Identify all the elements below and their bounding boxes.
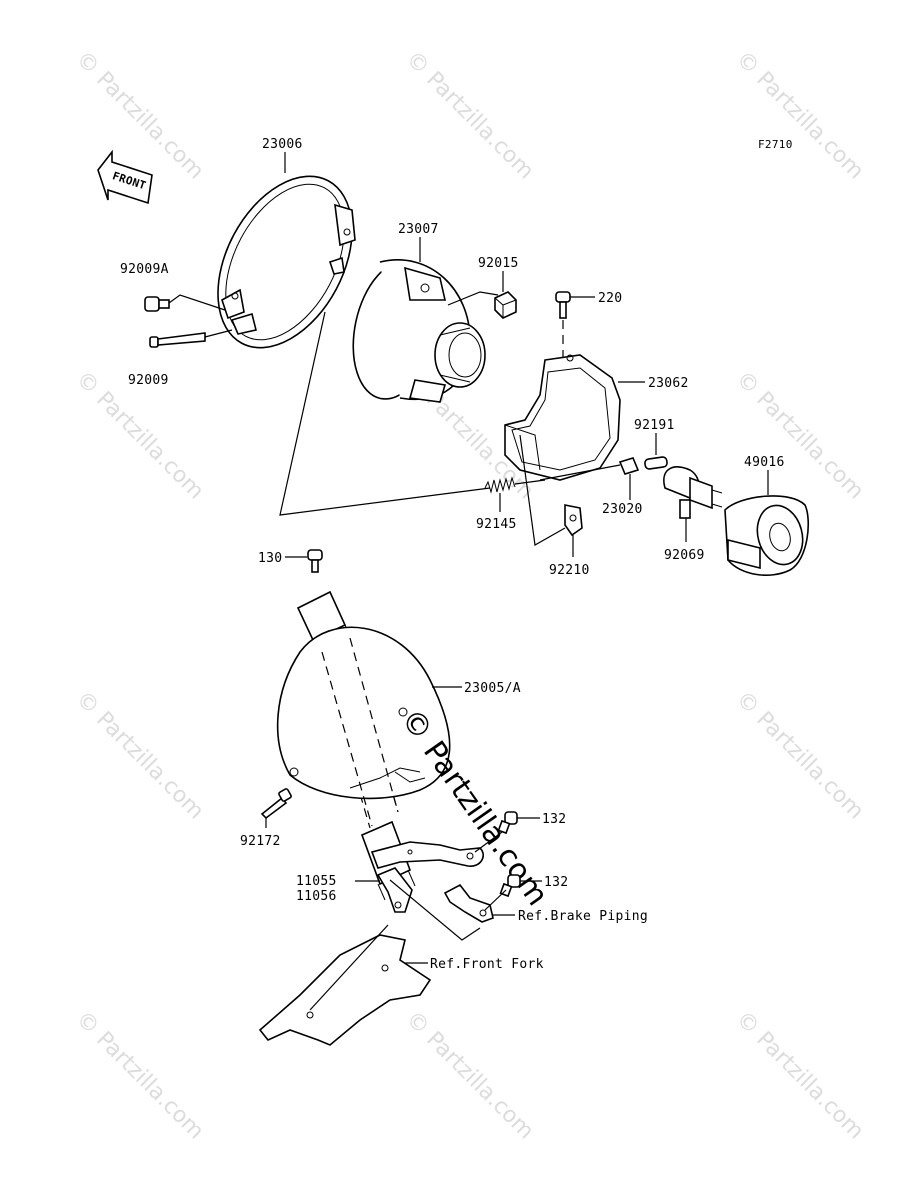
watermarks: © Partzilla.com © Partzilla.com © Partzi… bbox=[71, 47, 869, 1145]
label-132-upper: 132 bbox=[542, 812, 566, 827]
label-ref-front-fork: Ref.Front Fork bbox=[430, 957, 544, 972]
screw-92172 bbox=[260, 788, 292, 820]
screw-220 bbox=[555, 291, 571, 319]
watermark: © Partzilla.com bbox=[731, 367, 869, 505]
bracket-11055 bbox=[376, 867, 413, 913]
label-92009A: 92009A bbox=[120, 262, 169, 277]
mounting-bracket bbox=[370, 841, 484, 869]
screw-92009A bbox=[144, 296, 170, 312]
watermark: © Partzilla.com bbox=[731, 47, 869, 185]
bulb-92069 bbox=[663, 466, 723, 519]
label-220: 220 bbox=[598, 291, 622, 306]
bracket-23062 bbox=[504, 354, 621, 481]
headlight-housing-23005A bbox=[276, 626, 451, 827]
label-23020: 23020 bbox=[602, 502, 643, 517]
watermark: © Partzilla.com bbox=[731, 1007, 869, 1145]
watermark: © Partzilla.com bbox=[71, 47, 209, 185]
label-92145: 92145 bbox=[476, 517, 517, 532]
clip-92210 bbox=[564, 504, 583, 537]
front-fork-lower bbox=[258, 934, 432, 1046]
watermark: © Partzilla.com bbox=[401, 47, 539, 185]
screw-92009 bbox=[149, 332, 206, 348]
watermark: © Partzilla.com bbox=[71, 687, 209, 825]
label-23007: 23007 bbox=[398, 222, 439, 237]
label-132-lower: 132 bbox=[544, 875, 568, 890]
cover-49016 bbox=[724, 495, 810, 576]
figure-code: F2710 bbox=[758, 138, 793, 151]
front-arrow-icon: FRONT bbox=[97, 149, 153, 205]
label-92210: 92210 bbox=[549, 563, 590, 578]
label-92009: 92009 bbox=[128, 373, 169, 388]
headlight-rim-23006 bbox=[217, 175, 356, 349]
label-11055: 11055 bbox=[296, 874, 337, 889]
bolt-130 bbox=[307, 549, 323, 573]
label-130: 130 bbox=[258, 551, 282, 566]
watermark: © Partzilla.com bbox=[401, 1007, 539, 1145]
watermark: © Partzilla.com bbox=[71, 1007, 209, 1145]
label-49016: 49016 bbox=[744, 455, 785, 470]
brake-piping-clamp bbox=[443, 883, 494, 923]
label-23062: 23062 bbox=[648, 376, 689, 391]
headlight-unit-23007 bbox=[352, 259, 486, 403]
label-23005A: 23005/A bbox=[464, 681, 521, 696]
label-11056: 11056 bbox=[296, 889, 337, 904]
label-ref-brake-piping: Ref.Brake Piping bbox=[518, 909, 648, 924]
label-92172: 92172 bbox=[240, 834, 281, 849]
nut-92015 bbox=[494, 291, 517, 319]
label-92069: 92069 bbox=[664, 548, 705, 563]
tube-92191 bbox=[644, 456, 668, 470]
label-92015: 92015 bbox=[478, 256, 519, 271]
label-92191: 92191 bbox=[634, 418, 675, 433]
spring-92145 bbox=[484, 476, 516, 494]
watermark: © Partzilla.com bbox=[731, 687, 869, 825]
socket-23020 bbox=[618, 457, 640, 475]
label-23006: 23006 bbox=[262, 137, 303, 152]
